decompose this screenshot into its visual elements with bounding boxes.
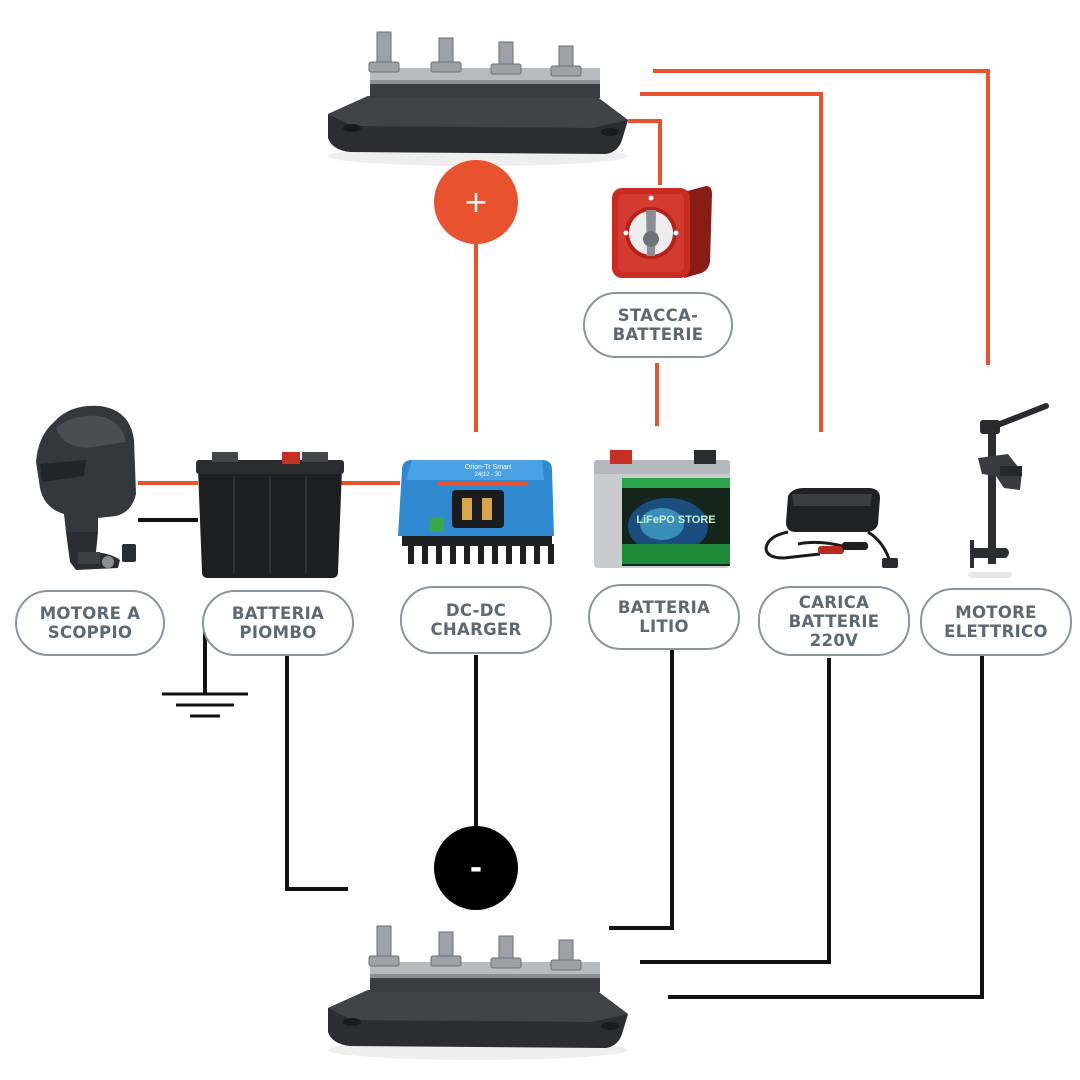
wire-negative-motore-elettrico	[668, 655, 984, 999]
label-line: LITIO	[639, 617, 689, 636]
battery-switch-icon	[612, 186, 712, 278]
wire-positive-motore-elettrico	[653, 69, 990, 365]
ground-symbol-icon	[162, 692, 248, 718]
wire-negative-litio	[609, 650, 674, 930]
label-line: CARICA	[798, 592, 870, 612]
label-batteria-litio: BATTERIA LITIO	[588, 584, 740, 650]
dc-dc-charger-brand: Orion-Tr Smart	[464, 464, 512, 471]
wire-negative-carica	[640, 658, 831, 964]
label-batteria-piombo: BATTERIA PIOMBO	[202, 590, 354, 656]
lithium-battery-brand: LiFePO STORE	[636, 514, 716, 526]
label-line: STACCA-	[617, 306, 699, 325]
label-motore-elettrico: MOTORE ELETTRICO	[920, 588, 1072, 656]
lead-battery-icon	[196, 452, 344, 578]
label-line: CHARGER	[430, 620, 522, 639]
label-line: PIOMBO	[239, 623, 317, 642]
label-line: ELETTRICO	[944, 622, 1048, 641]
label-motore-a-scoppio: MOTORE A SCOPPIO	[15, 590, 165, 656]
dc-dc-charger-model: 24|12 - 30	[474, 472, 502, 478]
label-staccabatterie: STACCA- BATTERIE	[583, 292, 733, 358]
label-line: BATTERIE	[612, 325, 704, 344]
label-line: MOTORE	[955, 603, 1037, 622]
wire-negative-piombo	[285, 655, 348, 891]
positive-busbar-icon	[328, 31, 628, 166]
label-line: BATTERIA	[231, 604, 325, 623]
negative-busbar-icon	[328, 925, 628, 1060]
positive-pole-marker: +	[434, 160, 518, 244]
label-line: MOTORE A	[39, 604, 141, 623]
dc-dc-charger-icon: Orion-Tr Smart 24|12 - 30	[392, 456, 562, 568]
label-dc-dc-charger: DC-DC CHARGER	[400, 586, 552, 654]
wire-positive-carica-batterie	[640, 92, 823, 432]
wire-positive-staccabatterie-top	[628, 119, 662, 185]
label-carica-batterie: CARICA BATTERIE 220V	[758, 586, 910, 656]
lithium-battery-icon: LiFePO STORE	[592, 444, 734, 572]
label-line: BATTERIA	[617, 598, 711, 617]
negative-wires	[138, 518, 984, 999]
trolling-motor-icon	[968, 403, 1049, 578]
positive-wires	[138, 69, 990, 485]
label-line: DC-DC	[445, 601, 507, 620]
label-line: BATTERIE	[788, 611, 880, 631]
outboard-engine-icon	[36, 405, 136, 570]
battery-charger-icon	[764, 488, 898, 568]
label-line: 220V	[809, 630, 859, 650]
label-line: SCOPPIO	[47, 623, 133, 642]
negative-pole-marker: -	[434, 826, 518, 910]
